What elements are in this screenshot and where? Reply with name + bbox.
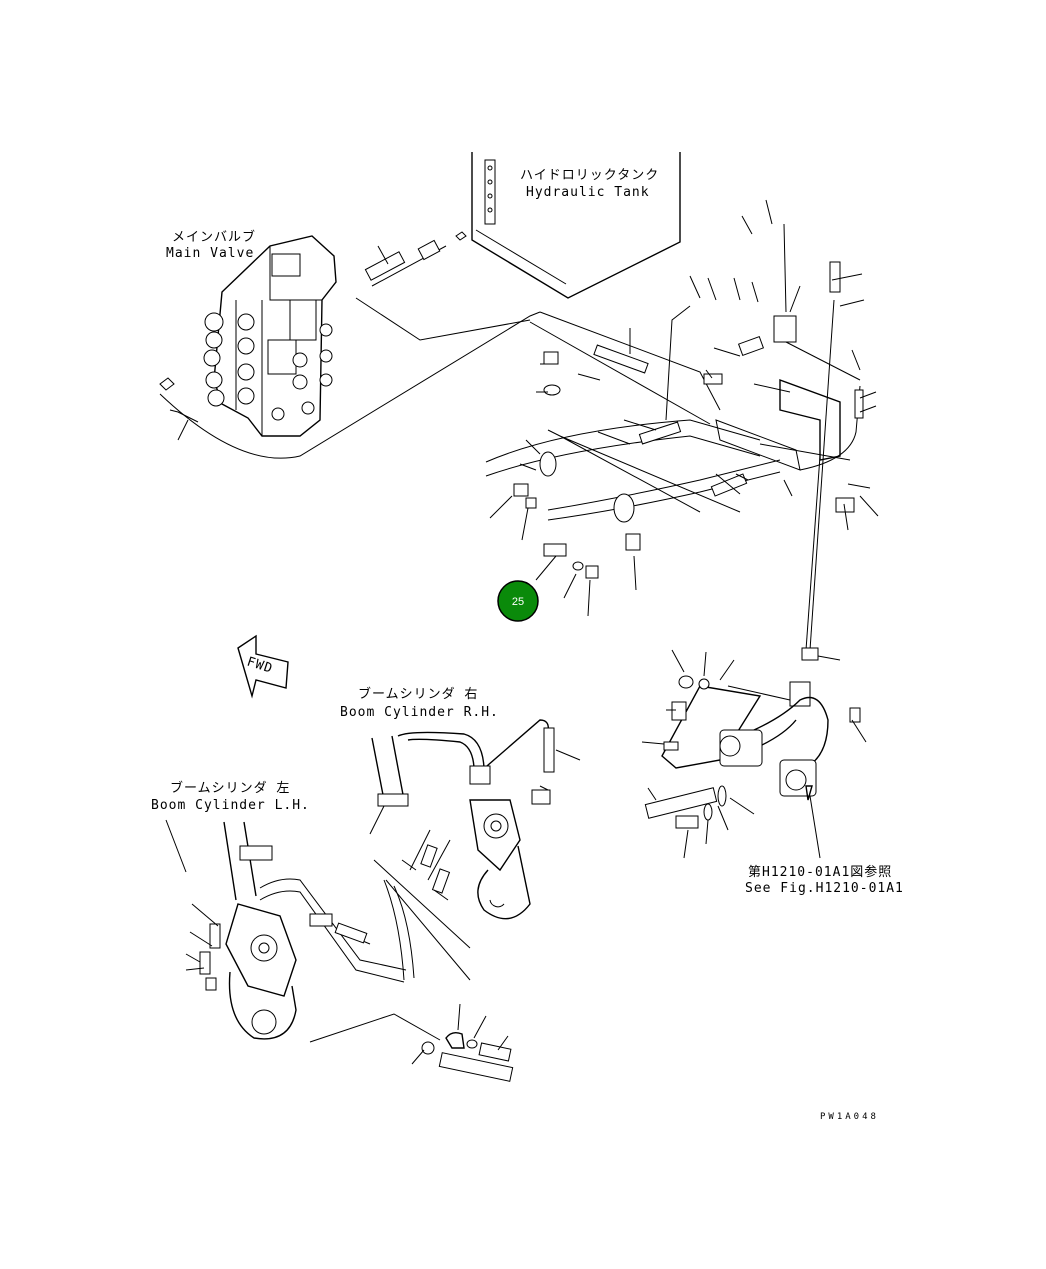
- see-figure-label-en: See Fig.H1210-01A1: [745, 881, 904, 896]
- see-figure-label-jp: 第H1210-01A1図参照: [748, 864, 892, 880]
- hose-valve-assembly: [644, 647, 861, 829]
- boom-cylinder-rh: [371, 719, 555, 920]
- part-callout-marker[interactable]: 25: [497, 580, 539, 622]
- boom-cylinder-lh-label-en: Boom Cylinder L.H.: [151, 798, 310, 813]
- fwd-arrow-icon: FWD: [237, 634, 289, 699]
- drawing-number: PW1A048: [820, 1112, 879, 1122]
- main-valve-label-en: Main Valve: [166, 246, 254, 261]
- hydraulic-tank: [455, 152, 681, 299]
- boom-cylinder-lh-label-jp: ブームシリンダ 左: [170, 780, 290, 796]
- boom-cylinder-rh-label-en: Boom Cylinder R.H.: [340, 705, 499, 720]
- hydraulic-tank-label-en: Hydraulic Tank: [526, 185, 650, 200]
- main-valve-label-jp: メインバルブ: [172, 229, 256, 245]
- middle-fittings: [513, 335, 765, 579]
- leader-lines: [165, 199, 879, 1065]
- bracket-assembly: [715, 261, 864, 651]
- main-valve: [159, 235, 337, 437]
- boom-cylinder-rh-label-jp: ブームシリンダ 右: [358, 686, 478, 702]
- hydraulic-tank-label-jp: ハイドロリックタンク: [520, 168, 659, 183]
- main-pipe-lines: [159, 239, 851, 521]
- boom-cylinder-lh: [199, 821, 415, 1040]
- callout-circle: [497, 580, 539, 622]
- bottom-parts: [309, 1013, 514, 1082]
- callout-number: 25: [512, 596, 524, 608]
